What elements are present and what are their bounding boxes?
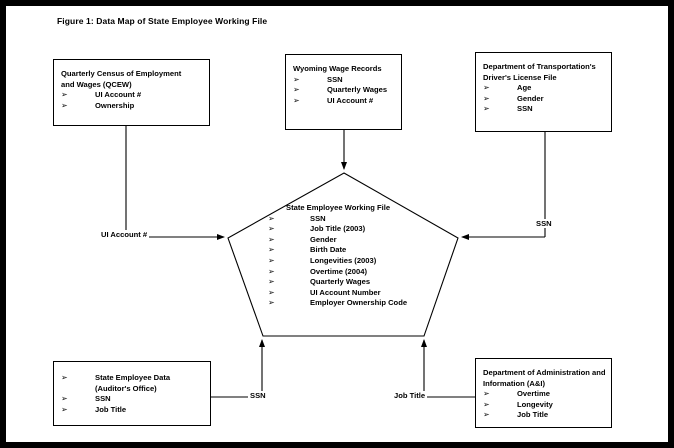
node-working-file: State Employee Working File ➢ SSN ➢ Job Ti… bbox=[268, 203, 407, 309]
bullet-icon: ➢ bbox=[268, 245, 275, 255]
list-item: ➢ Ownership bbox=[61, 101, 206, 112]
list-item: ➢ Birth Date bbox=[268, 245, 407, 256]
node-wage-records-title: Wyoming Wage Records bbox=[293, 64, 382, 73]
bullet-icon: ➢ bbox=[61, 404, 68, 414]
bullet-icon: ➢ bbox=[268, 213, 275, 223]
list-item-label: Overtime (2004) bbox=[310, 266, 367, 276]
list-item-label: Job Title bbox=[517, 410, 549, 419]
list-item-label: Overtime bbox=[517, 389, 550, 398]
list-item-label: Longevities (2003) bbox=[310, 255, 377, 265]
list-item: ➢ Gender bbox=[483, 94, 608, 105]
node-admin-info-title-line2: Information (A&I) bbox=[483, 378, 546, 388]
edge-label-job-title-bottom: Job Title bbox=[392, 391, 428, 400]
list-item-label: Longevity bbox=[517, 399, 553, 409]
list-item: ➢ Longevity bbox=[483, 400, 608, 411]
node-wage-records: Wyoming Wage Records ➢ SSN ➢ Quarterly Wag… bbox=[285, 54, 402, 130]
list-item-label: SSN bbox=[95, 394, 111, 403]
bullet-icon: ➢ bbox=[61, 90, 68, 99]
bullet-icon: ➢ bbox=[483, 83, 490, 92]
bullet-icon: ➢ bbox=[61, 373, 68, 382]
list-item: ➢ Quarterly Wages bbox=[268, 277, 407, 288]
node-qcew: Quarterly Census of Employment and Wages… bbox=[53, 59, 210, 126]
edge-label-ssn-bottom: SSN bbox=[248, 391, 268, 400]
list-item: ➢ SSN bbox=[293, 75, 398, 86]
bullet-icon: ➢ bbox=[268, 224, 275, 234]
list-item: ➢ Quarterly Wages bbox=[293, 85, 398, 96]
list-item: ➢ SSN bbox=[268, 214, 407, 225]
edge-label-ssn-right: SSN bbox=[534, 219, 554, 228]
list-item: ➢ Longevities (2003) bbox=[268, 256, 407, 267]
node-dot-items: ➢ Age ➢ Gender ➢ SSN bbox=[483, 83, 608, 115]
list-item-label: Job Title bbox=[95, 404, 127, 414]
bullet-icon: ➢ bbox=[293, 85, 300, 94]
list-item: ➢ Job Title bbox=[483, 410, 608, 421]
list-item-label: UI Account # bbox=[327, 95, 374, 105]
list-item-label: Quarterly Wages bbox=[327, 85, 388, 94]
list-item-label: State Employee Data bbox=[95, 373, 171, 382]
node-dot: Department of Transportation's Driver's … bbox=[475, 52, 612, 132]
list-item-label: Ownership bbox=[95, 100, 135, 110]
bullet-icon: ➢ bbox=[483, 93, 490, 103]
bullet-icon: ➢ bbox=[483, 410, 490, 419]
bullet-icon: ➢ bbox=[61, 394, 68, 403]
list-item-label: Gender bbox=[310, 234, 337, 244]
list-item: ➢ Overtime (2004) bbox=[268, 267, 407, 278]
edge-label-ui-account: UI Account # bbox=[99, 230, 150, 239]
list-item-label: (Auditor's Office) bbox=[95, 383, 157, 393]
list-item-label: Job Title (2003) bbox=[310, 224, 366, 234]
list-item: ➢ Gender bbox=[268, 235, 407, 246]
list-item-label: Birth Date bbox=[310, 245, 347, 255]
list-item-label: Quarterly Wages bbox=[310, 277, 371, 287]
bullet-icon: ➢ bbox=[483, 399, 490, 409]
figure-title: Figure 1: Data Map of State Employee Wor… bbox=[57, 16, 268, 26]
node-auditor-items: ➢State Employee Data (Auditor's Office) … bbox=[61, 373, 207, 415]
list-item-label: SSN bbox=[310, 213, 326, 223]
node-dot-title-line2: Driver's License File bbox=[483, 72, 557, 82]
bullet-icon: ➢ bbox=[483, 389, 490, 398]
list-item: ➢ UI Account Number bbox=[268, 288, 407, 299]
list-item: ➢ Job Title bbox=[61, 405, 207, 416]
bullet-icon: ➢ bbox=[268, 298, 275, 308]
list-item: ➢ Age bbox=[483, 83, 608, 94]
list-item-label: Gender bbox=[517, 93, 544, 103]
list-item-label: UI Account # bbox=[95, 90, 142, 99]
node-qcew-title-line1: Quarterly Census of Employment bbox=[61, 69, 182, 78]
list-item-label: UI Account Number bbox=[310, 287, 381, 297]
list-item: ➢ SSN bbox=[61, 394, 207, 405]
bullet-icon: ➢ bbox=[293, 95, 300, 105]
bullet-icon: ➢ bbox=[61, 100, 68, 110]
list-item-label: SSN bbox=[327, 74, 343, 84]
node-auditor: ➢State Employee Data (Auditor's Office) … bbox=[53, 361, 211, 426]
node-qcew-items: ➢ UI Account # ➢ Ownership bbox=[61, 90, 206, 111]
node-admin-info-title-line1: Department of Administration and bbox=[483, 368, 606, 377]
list-item: ➢ SSN bbox=[483, 104, 608, 115]
list-item: ➢ UI Account # bbox=[293, 96, 398, 107]
list-item-label: Age bbox=[517, 83, 532, 92]
list-item: ➢ Job Title (2003) bbox=[268, 224, 407, 235]
list-item-label: Employer Ownership Code bbox=[310, 298, 408, 308]
bullet-icon: ➢ bbox=[483, 104, 490, 113]
list-item: ➢ State Employee Data bbox=[61, 373, 207, 384]
node-working-file-title: State Employee Working File bbox=[286, 203, 391, 212]
node-wage-records-items: ➢ SSN ➢ Quarterly Wages ➢ UI Account # bbox=[293, 75, 398, 107]
bullet-icon: ➢ bbox=[268, 266, 275, 276]
bullet-icon: ➢ bbox=[268, 277, 275, 287]
list-item: (Auditor's Office) bbox=[61, 384, 207, 395]
working-file-pentagon bbox=[227, 172, 459, 337]
bullet-icon: ➢ bbox=[293, 74, 300, 84]
node-qcew-title-line2: and Wages (QCEW) bbox=[61, 79, 132, 89]
bullet-icon: ➢ bbox=[268, 287, 275, 297]
list-item: ➢ Overtime bbox=[483, 389, 608, 400]
list-item-label: SSN bbox=[517, 104, 533, 113]
bullet-icon: ➢ bbox=[268, 234, 275, 244]
node-admin-info-items: ➢ Overtime ➢ Longevity ➢ Job Title bbox=[483, 389, 608, 421]
list-item: ➢ UI Account # bbox=[61, 90, 206, 101]
node-working-file-items: ➢ SSN ➢ Job Title (2003) ➢ Gender ➢ Birth Da… bbox=[268, 214, 407, 309]
list-item: ➢ Employer Ownership Code bbox=[268, 298, 407, 309]
bullet-icon: ➢ bbox=[268, 255, 275, 265]
node-dot-title-line1: Department of Transportation's bbox=[483, 62, 596, 71]
node-admin-info: Department of Administration and Informa… bbox=[475, 358, 612, 428]
